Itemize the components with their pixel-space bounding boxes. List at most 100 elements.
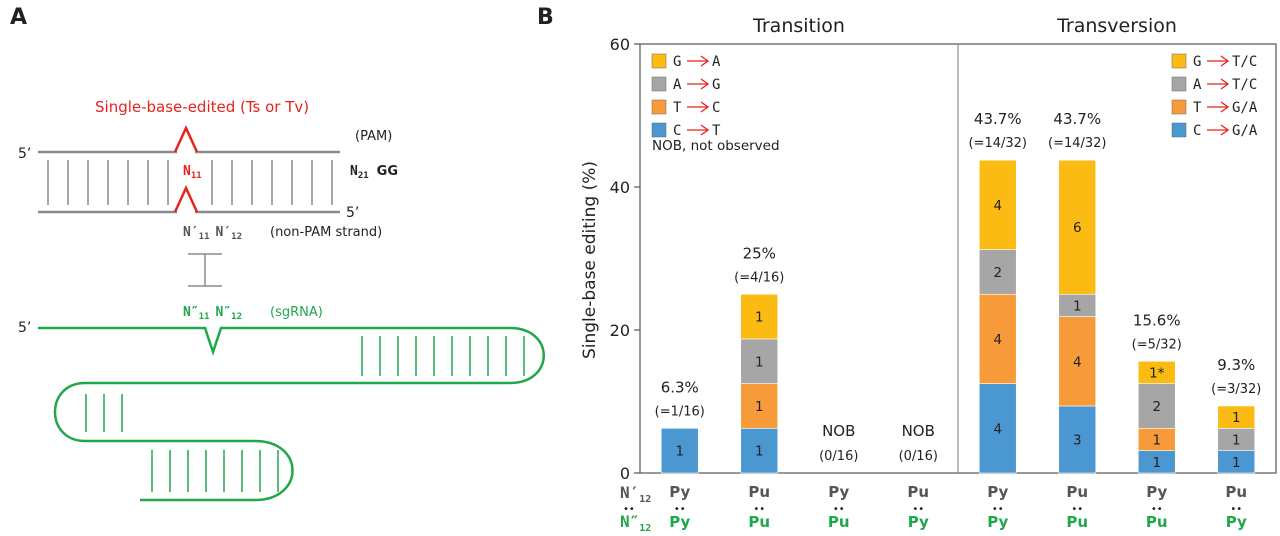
panel-a: A Single-base-edited (Ts or Tv) 5’ (PAM)… bbox=[10, 5, 545, 502]
legend-ts-from-3: C bbox=[673, 123, 681, 139]
segment-count-1-0: 1 bbox=[755, 444, 764, 460]
segment-count-6-2: 2 bbox=[1152, 399, 1161, 415]
bar-segment-6-2 bbox=[1137, 383, 1176, 429]
frac-label-4: (=14/32) bbox=[969, 136, 1028, 151]
segment-count-4-1: 4 bbox=[993, 332, 1002, 348]
n12p-label-3: Pu bbox=[907, 483, 929, 501]
segment-count-4-2: 2 bbox=[993, 265, 1002, 281]
five-prime-sgrna: 5’ bbox=[18, 320, 31, 336]
pct-label-5: 43.7% bbox=[1053, 110, 1101, 128]
n12p-label-7: Pu bbox=[1225, 483, 1247, 501]
legend-ts-from-1: A bbox=[673, 77, 682, 93]
pct-label-6: 15.6% bbox=[1133, 311, 1181, 329]
legend-ts-from-0: G bbox=[673, 54, 681, 70]
segment-count-7-1: 1 bbox=[1232, 432, 1241, 448]
segment-count-5-2: 1 bbox=[1073, 298, 1082, 314]
row-label-n12pp: N″12 bbox=[620, 512, 651, 534]
pam-label: (PAM) bbox=[355, 129, 392, 144]
legend-tv-to-2: G/A bbox=[1232, 100, 1258, 116]
group-title-0: Transition bbox=[752, 15, 845, 37]
bar-segment-5-3 bbox=[1058, 159, 1097, 295]
bar-segment-4-1 bbox=[978, 293, 1017, 384]
sgrna-stem-pairs bbox=[85, 336, 525, 492]
pair-dots-2: •• bbox=[833, 504, 845, 515]
bar-segment-5-1 bbox=[1058, 316, 1097, 407]
bar-segment-4-3 bbox=[978, 159, 1017, 250]
segment-count-1-1: 1 bbox=[755, 399, 764, 415]
legend-ts-swatch-0 bbox=[651, 53, 667, 69]
legend-tv-from-2: T bbox=[1193, 100, 1202, 116]
bar-segment-1-0 bbox=[740, 428, 779, 474]
segment-count-6-3: 1* bbox=[1149, 365, 1165, 381]
dna-base-pairs bbox=[47, 160, 333, 205]
legend-ts-swatch-2 bbox=[651, 99, 667, 115]
pair-dots-6: •• bbox=[1151, 504, 1163, 515]
legend-tv-arrow-head-3 bbox=[1220, 124, 1230, 136]
y-tick-label-3: 60 bbox=[610, 35, 630, 54]
n12p-label-1: Pu bbox=[748, 483, 770, 501]
pair-dots-0: •• bbox=[674, 504, 686, 515]
segment-count-5-0: 3 bbox=[1073, 432, 1082, 448]
segment-count-1-2: 1 bbox=[755, 354, 764, 370]
segment-count-0-0: 1 bbox=[675, 444, 684, 460]
pct-label-0: 6.3% bbox=[661, 378, 699, 396]
segment-count-5-1: 4 bbox=[1073, 354, 1082, 370]
n12p-label-0: Py bbox=[669, 483, 690, 501]
row-label-pair-dots: •• bbox=[623, 504, 635, 515]
segment-count-7-2: 1 bbox=[1232, 410, 1241, 426]
row-label-n12p: N′12 bbox=[620, 483, 651, 505]
legend-ts-arrow-head-1 bbox=[700, 78, 710, 90]
bar-segment-4-0 bbox=[978, 383, 1017, 474]
legend-tv-arrow-head-0 bbox=[1220, 55, 1230, 67]
y-axis-label: Single-base editing (%) bbox=[580, 161, 600, 359]
n12pp-label-2: Pu bbox=[828, 513, 850, 531]
legend-tv-arrow-head-1 bbox=[1220, 78, 1230, 90]
legend-tv-swatch-1 bbox=[1171, 76, 1187, 92]
panel-a-label: A bbox=[10, 5, 27, 30]
y-tick-label-0: 0 bbox=[620, 464, 630, 483]
segment-count-6-1: 1 bbox=[1152, 432, 1161, 448]
frac-label-1: (=4/16) bbox=[734, 270, 784, 285]
panel-b-label: B bbox=[537, 5, 554, 30]
pair-dots-5: •• bbox=[1071, 504, 1083, 515]
frac-label-6: (=5/32) bbox=[1132, 337, 1182, 352]
group-title-1: Transversion bbox=[1056, 15, 1177, 37]
pct-label-4: 43.7% bbox=[974, 110, 1022, 128]
segment-count-7-0: 1 bbox=[1232, 455, 1241, 471]
edit-label: Single-base-edited (Ts or Tv) bbox=[95, 98, 309, 116]
bar-segment-4-2 bbox=[978, 249, 1017, 295]
sgrna-label: (sgRNA) bbox=[270, 305, 323, 320]
legend-ts-arrow-head-2 bbox=[700, 101, 710, 113]
n12pp-label-7: Py bbox=[1226, 513, 1247, 531]
bar-segment-7-2 bbox=[1217, 405, 1256, 429]
bar-segment-6-3 bbox=[1137, 360, 1176, 384]
segment-count-5-3: 6 bbox=[1073, 220, 1082, 236]
n12pp-label-4: Py bbox=[987, 513, 1008, 531]
edit-kink-top bbox=[173, 124, 199, 153]
frac-label-0: (=1/16) bbox=[655, 404, 705, 419]
panel-b: B Single-base editing (%) 0204060Transit… bbox=[537, 5, 1277, 534]
pair-dots-4: •• bbox=[992, 504, 1004, 515]
legend-tv-from-0: G bbox=[1193, 54, 1201, 70]
legend-ts-to-3: T bbox=[712, 123, 721, 139]
n12p-label-6: Py bbox=[1146, 483, 1167, 501]
bar-segment-1-3 bbox=[740, 293, 779, 340]
bar-segment-1-1 bbox=[740, 383, 779, 429]
frac-label-3: (0/16) bbox=[899, 449, 938, 464]
sgrna-strand bbox=[38, 326, 545, 502]
bar-segment-5-0 bbox=[1058, 405, 1097, 474]
legend-tv-swatch-0 bbox=[1171, 53, 1187, 69]
pair-dots-3: •• bbox=[912, 504, 924, 515]
nob-label-2: NOB bbox=[822, 422, 855, 440]
nob-note: NOB, not observed bbox=[652, 138, 780, 154]
pair-dots-1: •• bbox=[753, 504, 765, 515]
bar-segment-1-2 bbox=[740, 338, 779, 384]
segment-count-1-3: 1 bbox=[755, 310, 764, 326]
legend-tv-swatch-3 bbox=[1171, 122, 1187, 138]
y-tick-label-2: 40 bbox=[610, 178, 630, 197]
